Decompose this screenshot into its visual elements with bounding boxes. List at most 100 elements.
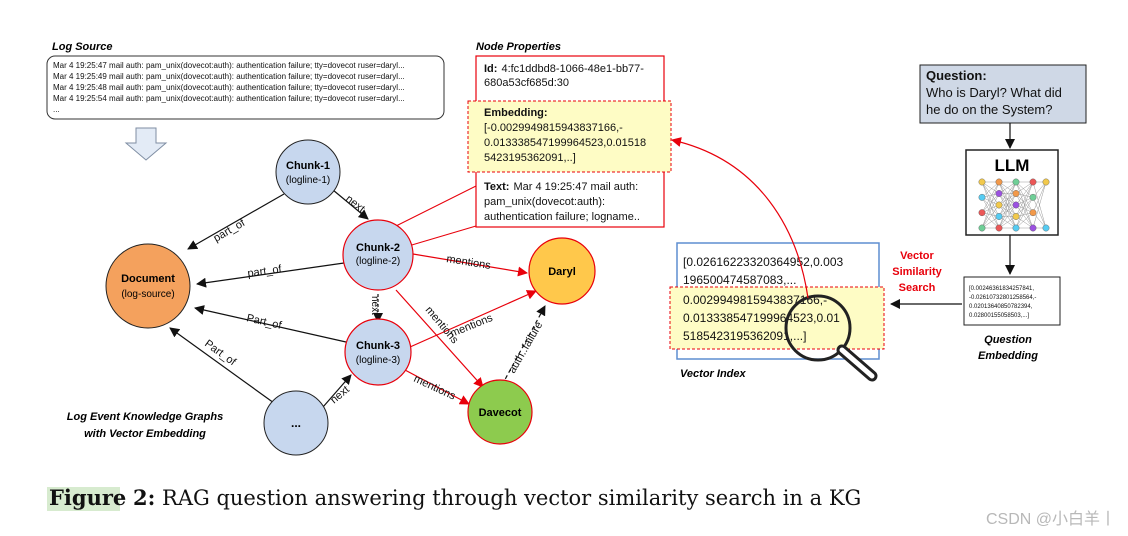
nn-link bbox=[1015, 197, 1034, 217]
graph-edges bbox=[169, 185, 546, 408]
log-line: Mar 4 19:25:48 mail auth: pam_unix(dovec… bbox=[53, 83, 405, 92]
node-daryl[interactable]: Daryl bbox=[528, 237, 596, 305]
nn-link bbox=[1015, 181, 1034, 194]
node-title: Daryl bbox=[548, 266, 576, 278]
nn-neuron bbox=[1029, 178, 1037, 186]
nn-link bbox=[1015, 204, 1034, 229]
nn-neuron bbox=[1012, 190, 1020, 197]
embedding-label: Embedding: bbox=[484, 107, 548, 119]
nn-link bbox=[981, 197, 1000, 217]
watermark: CSDN @小白羊丨 bbox=[986, 510, 1116, 528]
node-id-cont: 680a53cf685d:30 bbox=[484, 77, 569, 89]
node-title: ... bbox=[291, 416, 301, 430]
embedding-highlight bbox=[467, 100, 672, 173]
figure-label: Figure bbox=[49, 485, 126, 510]
node-id-label: Id: bbox=[484, 63, 497, 75]
node-davecot[interactable]: Davecot bbox=[467, 379, 533, 445]
edge-label: part_of bbox=[247, 263, 284, 280]
node-title: Chunk-2 bbox=[356, 242, 400, 254]
nn-neuron bbox=[1012, 178, 1020, 186]
search-label: Search bbox=[899, 282, 936, 294]
nn-neuron bbox=[1012, 201, 1020, 209]
nn-neuron bbox=[1042, 178, 1050, 186]
nn-neuron bbox=[995, 201, 1003, 209]
property-link bbox=[404, 225, 477, 248]
text-value: Mar 4 19:25:47 mail auth: bbox=[513, 181, 638, 193]
nn-neuron bbox=[1029, 193, 1037, 201]
question-line: he do on the System? bbox=[926, 102, 1052, 117]
nn-link bbox=[981, 181, 1000, 217]
nn-link bbox=[981, 216, 1000, 229]
nn-link bbox=[1015, 181, 1034, 213]
nn-neuron bbox=[1042, 224, 1050, 232]
nn-link bbox=[998, 181, 1017, 229]
nn-neuron bbox=[995, 224, 1003, 232]
log-line: ... bbox=[53, 105, 60, 114]
node-chunk-2[interactable]: Chunk-2 (logline-2) bbox=[342, 219, 414, 291]
question-embedding-line: [0.00246361834257841, bbox=[969, 286, 1034, 292]
search-result-arrow bbox=[671, 137, 809, 299]
log-line: Mar 4 19:25:54 mail auth: pam_unix(dovec… bbox=[53, 94, 405, 103]
nn-link bbox=[1015, 181, 1034, 217]
question-embedding-label: Question bbox=[984, 334, 1032, 346]
figure-label-highlight bbox=[47, 487, 120, 511]
nn-neuron bbox=[1012, 224, 1020, 232]
nn-neuron bbox=[1029, 209, 1037, 217]
log-source-title: Log Source bbox=[52, 41, 113, 53]
neural-network-icon bbox=[978, 178, 1050, 232]
vector-line: 5185423195362091,...] bbox=[683, 329, 806, 343]
text-line: authentication failure; logname.. bbox=[484, 211, 640, 223]
graph-caption: Log Event Knowledge Graphs bbox=[67, 411, 223, 423]
nn-neuron bbox=[978, 224, 986, 232]
nn-link bbox=[998, 181, 1017, 194]
log-line: Mar 4 19:25:49 mail auth: pam_unix(dovec… bbox=[53, 72, 405, 81]
node-subtitle: (logline-2) bbox=[356, 256, 400, 267]
nn-neuron bbox=[995, 178, 1003, 186]
search-label: Similarity bbox=[892, 266, 942, 278]
nn-neuron bbox=[1012, 213, 1020, 220]
node-title: Chunk-1 bbox=[286, 160, 330, 172]
edge-label: next bbox=[328, 384, 352, 407]
node-id: Id:4:fc1ddbd8-1066-48e1-bb77- bbox=[484, 63, 644, 75]
embedding-line: 5423195362091,..] bbox=[484, 152, 576, 164]
nn-link bbox=[981, 181, 1000, 229]
node-chunk-more[interactable]: ... bbox=[263, 390, 329, 456]
nn-link bbox=[1015, 181, 1034, 206]
text-label: Text: bbox=[484, 181, 509, 193]
figure-number: 2: bbox=[133, 485, 155, 510]
nn-link bbox=[981, 181, 1000, 206]
vector-line: 196500474587083,... bbox=[683, 273, 796, 287]
nn-link bbox=[1015, 181, 1034, 229]
node-chunk-3[interactable]: Chunk-3 (logline-3) bbox=[344, 318, 412, 386]
edge-label: auth..failure bbox=[506, 320, 545, 376]
edge-mentions bbox=[412, 253, 528, 277]
nn-link bbox=[981, 197, 1000, 229]
node-chunk-1[interactable]: Chunk-1 (logline-1) bbox=[275, 139, 341, 205]
nn-link bbox=[981, 181, 1000, 194]
node-title: Document bbox=[121, 273, 175, 285]
question-embedding-label: Embedding bbox=[978, 350, 1038, 362]
question-label: Question: bbox=[926, 68, 987, 83]
question-line: Who is Daryl? What did bbox=[926, 85, 1062, 100]
edge-label: mentions bbox=[449, 312, 495, 340]
nn-neuron bbox=[978, 178, 986, 186]
edge-label: next bbox=[369, 296, 380, 315]
edge-part-of bbox=[194, 305, 347, 343]
edge-part-of bbox=[169, 327, 275, 404]
nn-link bbox=[998, 216, 1017, 229]
nn-link bbox=[1032, 181, 1047, 213]
edge-next bbox=[322, 374, 352, 408]
log-line: Mar 4 19:25:47 mail auth: pam_unix(dovec… bbox=[53, 61, 405, 70]
node-document[interactable]: Document (log-source) bbox=[105, 243, 191, 329]
vector-line: 0.0029949815943837166,- bbox=[683, 293, 827, 307]
nn-link bbox=[998, 193, 1017, 229]
vector-index-label: Vector Index bbox=[680, 368, 746, 380]
property-link bbox=[391, 185, 477, 229]
embedding-line: [-0.0029949815943837166,- bbox=[484, 122, 623, 134]
question-box bbox=[919, 64, 1087, 124]
figure-text: RAG question answering through vector si… bbox=[162, 486, 861, 510]
graph-caption: with Vector Embedding bbox=[84, 428, 206, 440]
nn-link bbox=[981, 212, 1000, 229]
node-title: Chunk-3 bbox=[356, 340, 400, 352]
